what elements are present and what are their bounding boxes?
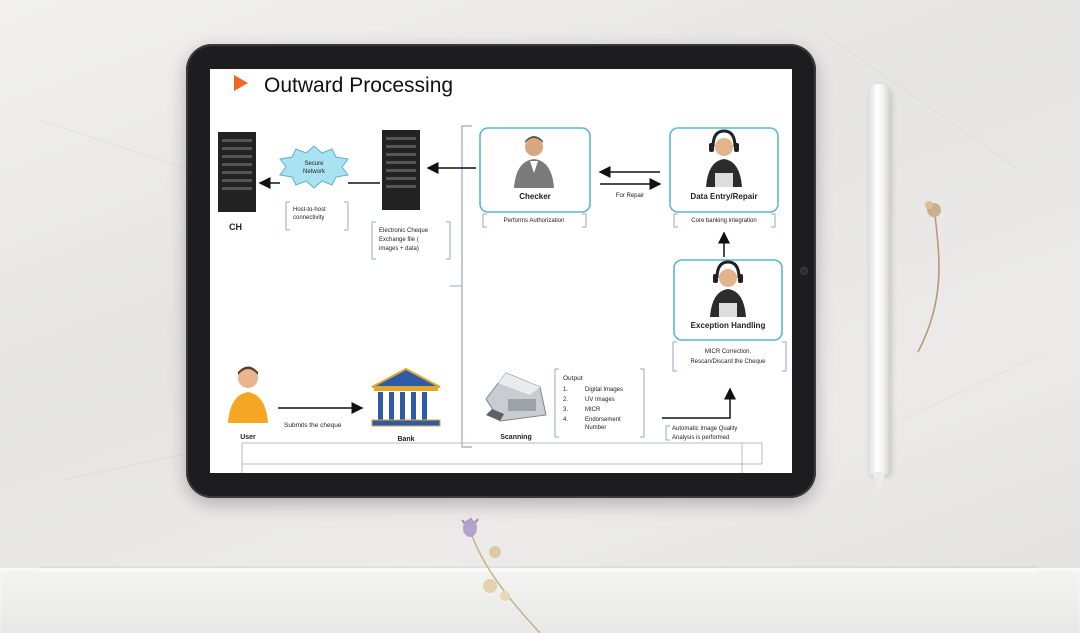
secure-network-line1: Secure xyxy=(304,161,324,167)
apple-pencil xyxy=(868,84,890,474)
server-rack-icon xyxy=(382,130,420,210)
outward-processing-diagram: Outward Processing CH Secure Network xyxy=(218,74,787,473)
output-item-num: 1. xyxy=(563,387,568,393)
tablet-screen: Outward Processing CH Secure Network xyxy=(210,69,792,473)
marble-slab xyxy=(0,568,1080,633)
micr-correction-line2: Rescan/Discard the Cheque xyxy=(690,359,766,365)
headset-operator-icon xyxy=(706,129,742,187)
cheque-scanner-icon xyxy=(485,372,547,422)
automatic-quality-line2: Analysis is performed xyxy=(672,435,729,441)
output-item-text: Digital Images xyxy=(585,387,623,393)
for-repair-label: For Repair xyxy=(616,193,644,199)
ch-label: CH xyxy=(229,222,242,232)
submits-cheque-label: Submits the cheque xyxy=(284,422,342,429)
host-to-host-line2: connectivity xyxy=(293,215,324,221)
checker-label: Checker xyxy=(519,192,551,201)
micr-correction-line1: MICR Correction, xyxy=(705,349,752,355)
person-icon xyxy=(514,136,554,188)
performs-authorization: Performs Authorization xyxy=(504,218,565,224)
output-item-num: 3. xyxy=(563,407,568,413)
output-item-num: 4. xyxy=(563,417,568,423)
tablet-device: Outward Processing CH Secure Network xyxy=(186,44,816,498)
play-triangle-icon xyxy=(234,75,248,91)
tablet-camera xyxy=(800,267,808,275)
electronic-cheque-line2: Exchange file ( xyxy=(379,237,419,243)
secure-network-line2: Network xyxy=(303,169,326,175)
core-banking-label: Core banking integration xyxy=(691,218,756,224)
user-label: User xyxy=(240,434,256,441)
electronic-cheque-line3: images + data) xyxy=(379,246,419,252)
server-rack-icon xyxy=(218,132,256,212)
section-divider xyxy=(461,125,472,448)
automatic-quality-line1: Automatic Image Quality xyxy=(672,426,737,432)
host-to-host-line1: Host-to-host xyxy=(293,207,326,213)
output-item-text: Endorsement xyxy=(585,417,621,423)
marble-slab-edge xyxy=(38,568,1038,572)
output-list: 1. Digital Images 2. UV Images 3. MICR 4… xyxy=(563,387,623,431)
output-item-num: 2. xyxy=(563,397,568,403)
apple-pencil-tip xyxy=(872,472,886,492)
headset-operator-icon xyxy=(710,260,746,317)
output-item-text: MICR xyxy=(585,407,601,413)
bank-building-icon xyxy=(371,367,441,427)
slide-title: Outward Processing xyxy=(264,74,453,97)
output-item-text: UV Images xyxy=(585,397,615,403)
data-entry-label: Data Entry/Repair xyxy=(690,192,757,201)
output-item-text: Number xyxy=(585,425,606,431)
electronic-cheque-line1: Electronic Cheque xyxy=(379,228,429,234)
bank-label: Bank xyxy=(397,436,414,443)
scanning-label: Scanning xyxy=(500,434,532,441)
dried-flower-right xyxy=(917,201,941,353)
exception-handling-label: Exception Handling xyxy=(691,321,766,330)
output-title: Output xyxy=(563,375,583,382)
person-icon xyxy=(228,366,268,423)
secure-network-burst-icon xyxy=(279,145,349,189)
